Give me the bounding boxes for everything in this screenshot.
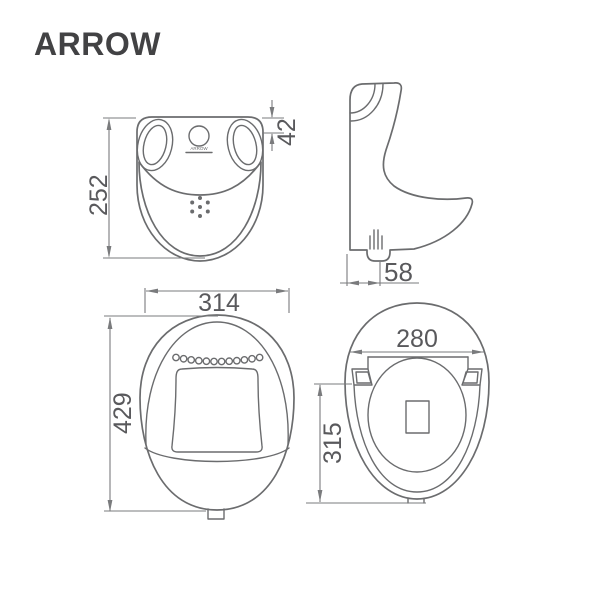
top-view-basin bbox=[138, 161, 262, 257]
plan-inner-rim bbox=[353, 384, 481, 493]
dim-280-label: 280 bbox=[396, 325, 438, 353]
plan-view-drawing: 280 315 bbox=[306, 302, 490, 504]
bowl-brand-mark: ARROW bbox=[190, 146, 208, 151]
dim-314-label: 314 bbox=[198, 289, 240, 317]
right-side-wing bbox=[226, 118, 264, 172]
mounting-band bbox=[367, 356, 469, 370]
drain-opening bbox=[405, 400, 430, 434]
dim-252: 252 bbox=[85, 117, 205, 259]
outlet-hatch-lines bbox=[369, 229, 383, 250]
dim-42-label: 42 bbox=[273, 118, 301, 146]
top-view-drawing: ARROW 252 bbox=[85, 100, 301, 262]
back-wall-panel bbox=[171, 366, 263, 453]
side-view-drawing: 58 bbox=[340, 82, 474, 287]
left-side-wing-inner bbox=[142, 124, 168, 166]
left-side-wing bbox=[136, 118, 174, 172]
inlet-hole bbox=[188, 125, 210, 147]
dim-42: 42 bbox=[262, 100, 301, 151]
brand-logo: ARROW bbox=[34, 26, 161, 62]
top-view-outline bbox=[136, 116, 264, 262]
left-rim-pocket bbox=[351, 368, 373, 386]
drain-holes bbox=[190, 196, 210, 218]
plan-outlet-stub bbox=[407, 497, 425, 504]
right-rim-pocket bbox=[461, 368, 483, 386]
plan-outer-rim bbox=[344, 302, 490, 500]
front-body-outline bbox=[139, 314, 295, 511]
side-profile-outline bbox=[349, 82, 474, 262]
dim-429-label: 429 bbox=[109, 392, 137, 434]
dim-58-label: 58 bbox=[384, 257, 413, 287]
dim-315: 315 bbox=[306, 383, 426, 504]
plan-bowl bbox=[367, 357, 467, 473]
front-rim-inner-line bbox=[145, 321, 289, 445]
dim-280: 280 bbox=[350, 325, 484, 355]
right-side-wing-inner bbox=[232, 124, 258, 166]
front-view-drawing: 314 429 bbox=[104, 288, 295, 520]
dim-314: 314 bbox=[144, 288, 290, 317]
inlet-spud-arc-inner bbox=[349, 83, 376, 114]
dim-315-label: 315 bbox=[319, 422, 347, 464]
dim-252-label: 252 bbox=[85, 174, 113, 216]
front-bowl-rim-curve bbox=[144, 447, 290, 463]
front-outlet-stub bbox=[207, 508, 225, 520]
spreader-holes bbox=[172, 353, 264, 366]
dim-58: 58 bbox=[340, 254, 419, 287]
inlet-spud-arc-outer bbox=[350, 83, 384, 122]
dim-429: 429 bbox=[104, 315, 218, 512]
